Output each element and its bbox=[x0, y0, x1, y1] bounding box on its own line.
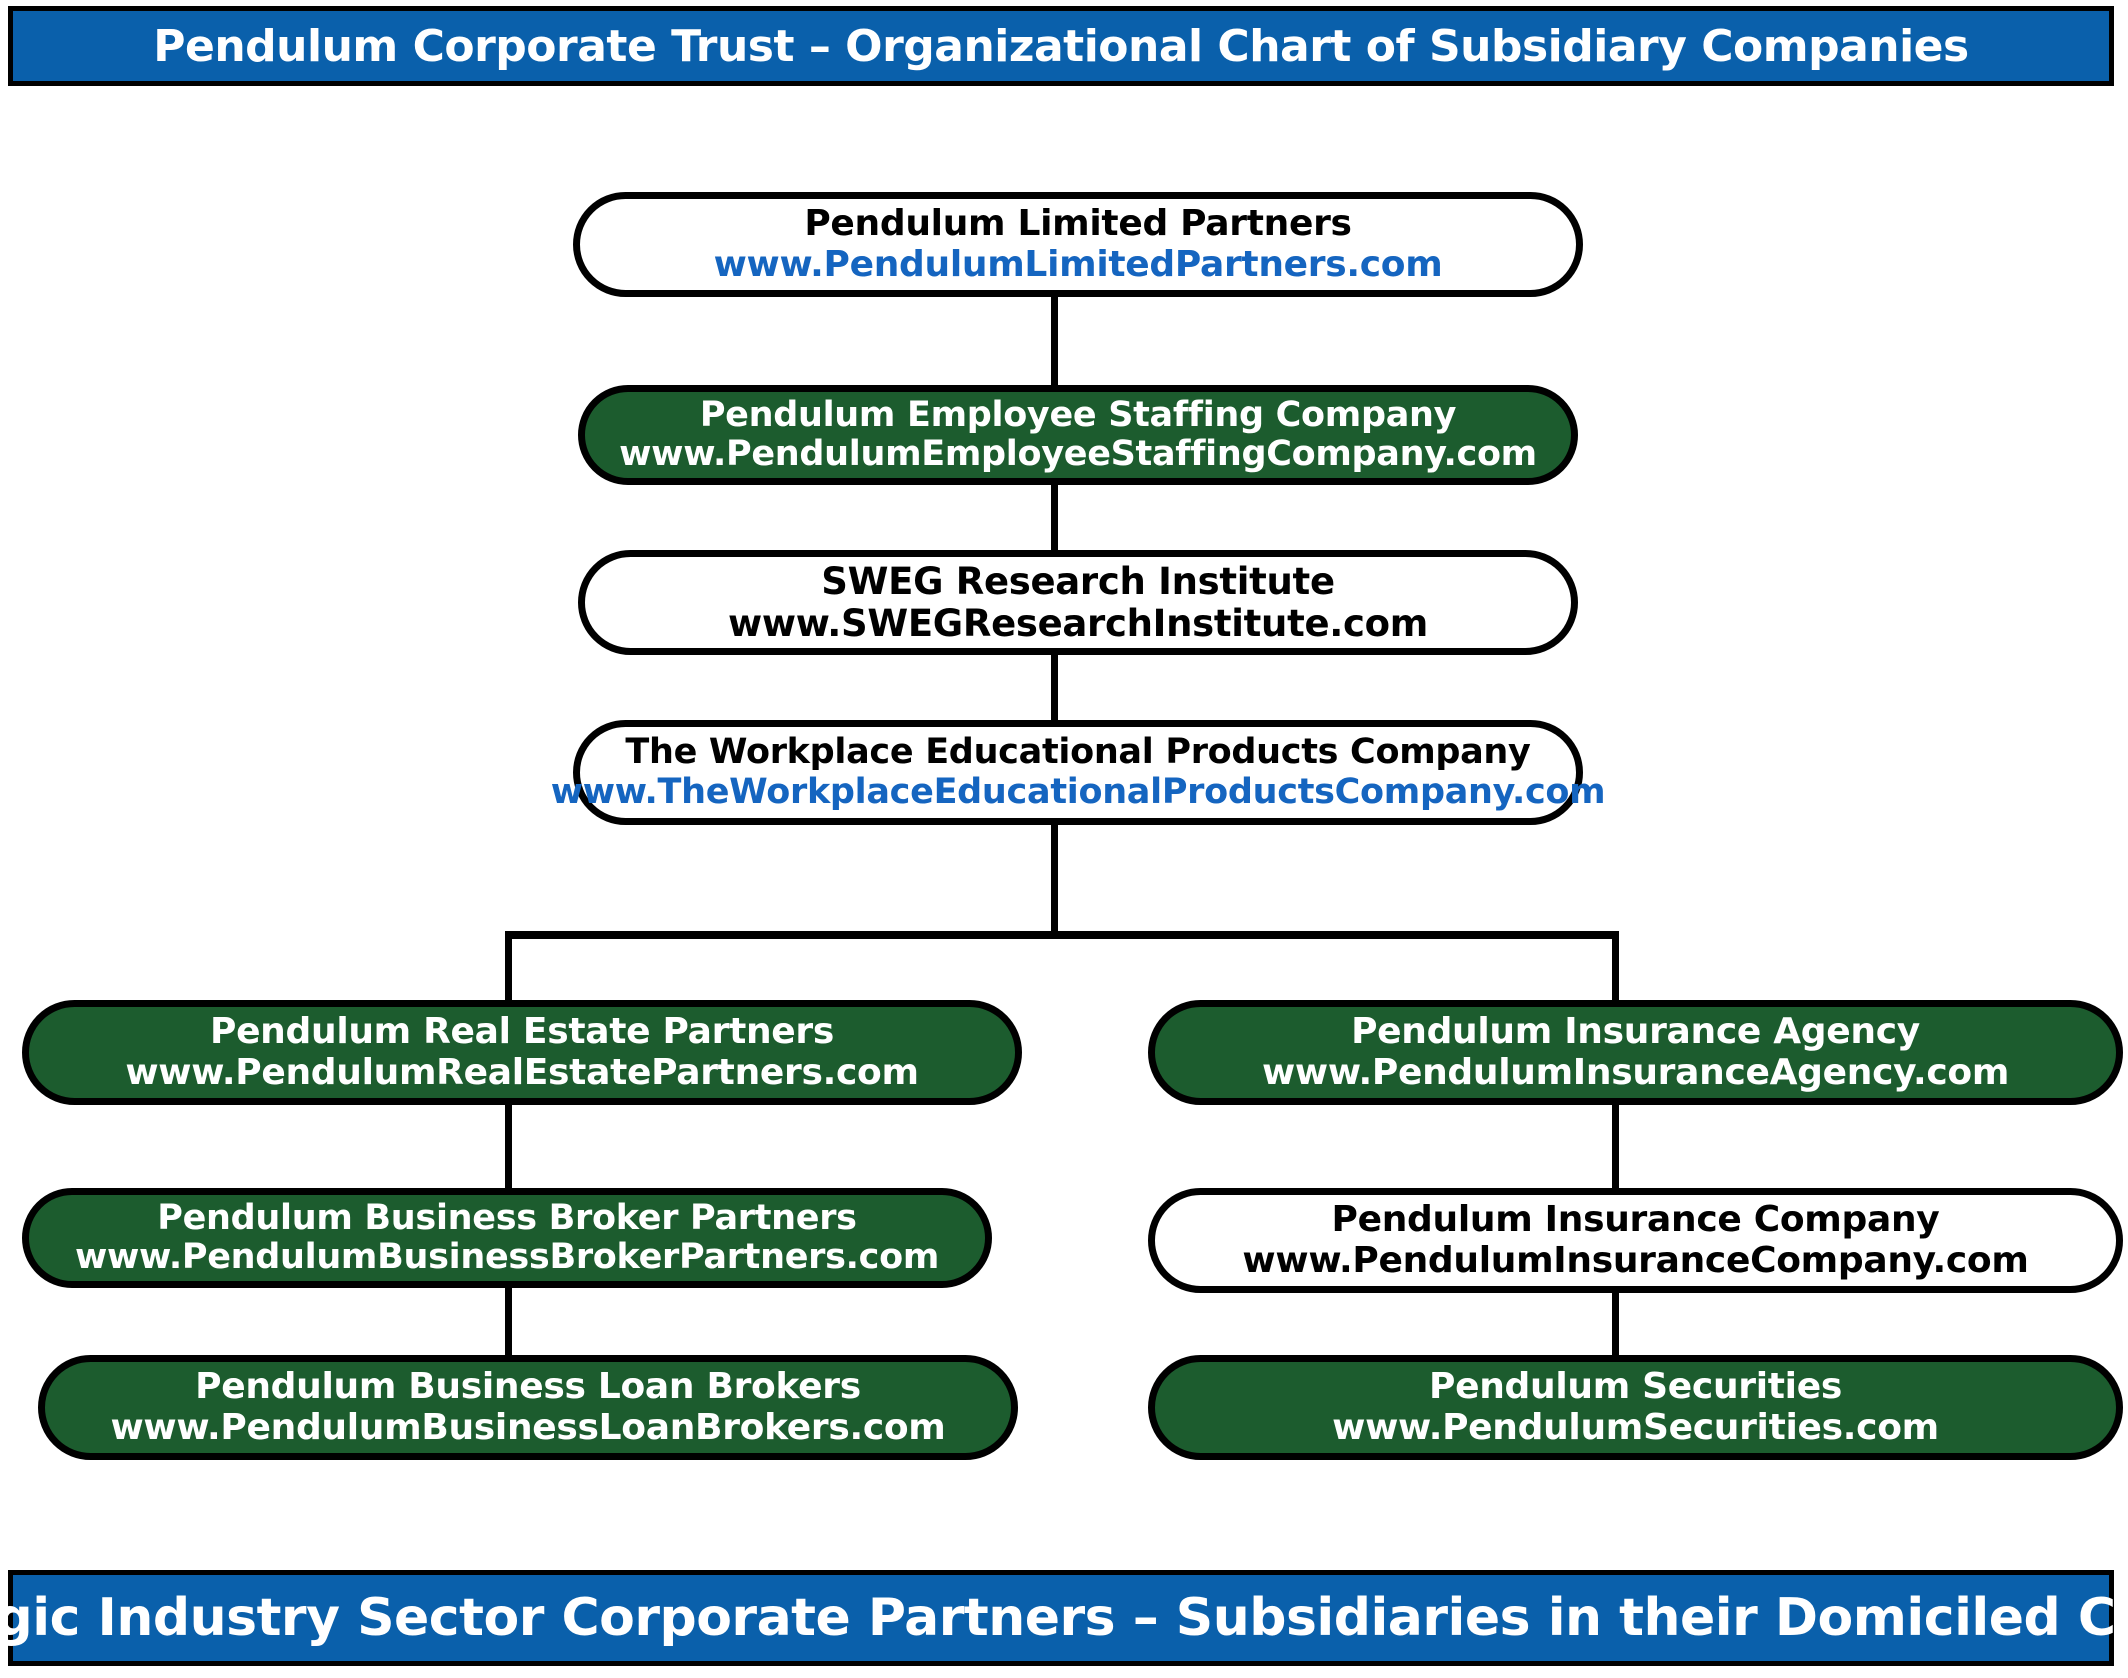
node-url: www.PendulumBusinessBrokerPartners.com bbox=[74, 1237, 939, 1277]
node-url: www.PendulumSecurities.com bbox=[1332, 1406, 1939, 1448]
header-title: Pendulum Corporate Trust – Organizationa… bbox=[153, 20, 1969, 72]
connector-real-estate-to-broker bbox=[505, 1095, 512, 1195]
node-title: Pendulum Business Loan Brokers bbox=[195, 1366, 861, 1408]
node-title: Pendulum Insurance Agency bbox=[1351, 1011, 1920, 1053]
node-url: www.PendulumEmployeeStaffingCompany.com bbox=[619, 434, 1537, 474]
header-banner: Pendulum Corporate Trust – Organizationa… bbox=[8, 6, 2114, 86]
node-url: www.PendulumInsuranceAgency.com bbox=[1261, 1051, 2010, 1093]
footer-banner: Strategic Industry Sector Corporate Part… bbox=[0, 1570, 2128, 1666]
node-title: Pendulum Real Estate Partners bbox=[209, 1011, 835, 1053]
node-pendulum-business-broker-partners[interactable]: Pendulum Business Broker Partners www.Pe… bbox=[22, 1188, 992, 1288]
node-pendulum-business-loan-brokers[interactable]: Pendulum Business Loan Brokers www.Pendu… bbox=[38, 1355, 1018, 1460]
node-title: Pendulum Insurance Company bbox=[1331, 1199, 1940, 1241]
node-title: Pendulum Securities bbox=[1429, 1366, 1842, 1408]
node-url: www.SWEGResearchInstitute.com bbox=[727, 601, 1429, 645]
connector-split-bar bbox=[505, 931, 1619, 939]
node-url: www.PendulumBusinessLoanBrokers.com bbox=[110, 1406, 946, 1448]
node-url: www.PendulumLimitedPartners.com bbox=[713, 243, 1443, 285]
node-title: Pendulum Employee Staffing Company bbox=[699, 394, 1457, 435]
node-pendulum-employee-staffing-company[interactable]: Pendulum Employee Staffing Company www.P… bbox=[578, 385, 1578, 485]
node-pendulum-securities[interactable]: Pendulum Securities www.PendulumSecuriti… bbox=[1148, 1355, 2123, 1460]
node-sweg-research-institute[interactable]: SWEG Research Institute www.SWEGResearch… bbox=[578, 550, 1578, 655]
node-url: www.PendulumRealEstatePartners.com bbox=[125, 1051, 919, 1093]
node-title: Pendulum Limited Partners bbox=[804, 203, 1352, 245]
connector-broker-to-loan-brokers bbox=[505, 1258, 512, 1362]
node-title: SWEG Research Institute bbox=[821, 560, 1335, 604]
node-the-workplace-educational-products-company[interactable]: The Workplace Educational Products Compa… bbox=[551, 720, 1606, 825]
node-title: The Workplace Educational Products Compa… bbox=[625, 732, 1531, 773]
node-url: www.TheWorkplaceEducationalProductsCompa… bbox=[550, 771, 1606, 812]
connector-split-to-insurance-agency bbox=[1612, 931, 1619, 1015]
connector-staffing-to-sweg bbox=[1051, 455, 1058, 550]
node-url: www.PendulumInsuranceCompany.com bbox=[1242, 1239, 2029, 1281]
connector-sweg-to-workplace bbox=[1051, 625, 1058, 720]
node-pendulum-insurance-company[interactable]: Pendulum Insurance Company www.PendulumI… bbox=[1148, 1188, 2123, 1293]
node-title: Pendulum Business Broker Partners bbox=[157, 1197, 857, 1238]
connector-insurance-company-to-securities bbox=[1612, 1258, 1619, 1362]
connector-limited-partners-to-staffing bbox=[1051, 295, 1058, 391]
node-pendulum-limited-partners[interactable]: Pendulum Limited Partners www.PendulumLi… bbox=[573, 192, 1583, 297]
footer-title: Strategic Industry Sector Corporate Part… bbox=[0, 1588, 2128, 1648]
connector-workplace-stem bbox=[1051, 798, 1058, 938]
connector-agency-to-insurance-company bbox=[1612, 1095, 1619, 1195]
node-pendulum-real-estate-partners[interactable]: Pendulum Real Estate Partners www.Pendul… bbox=[22, 1000, 1022, 1105]
connector-split-to-real-estate bbox=[505, 931, 512, 1015]
node-pendulum-insurance-agency[interactable]: Pendulum Insurance Agency www.PendulumIn… bbox=[1148, 1000, 2123, 1105]
